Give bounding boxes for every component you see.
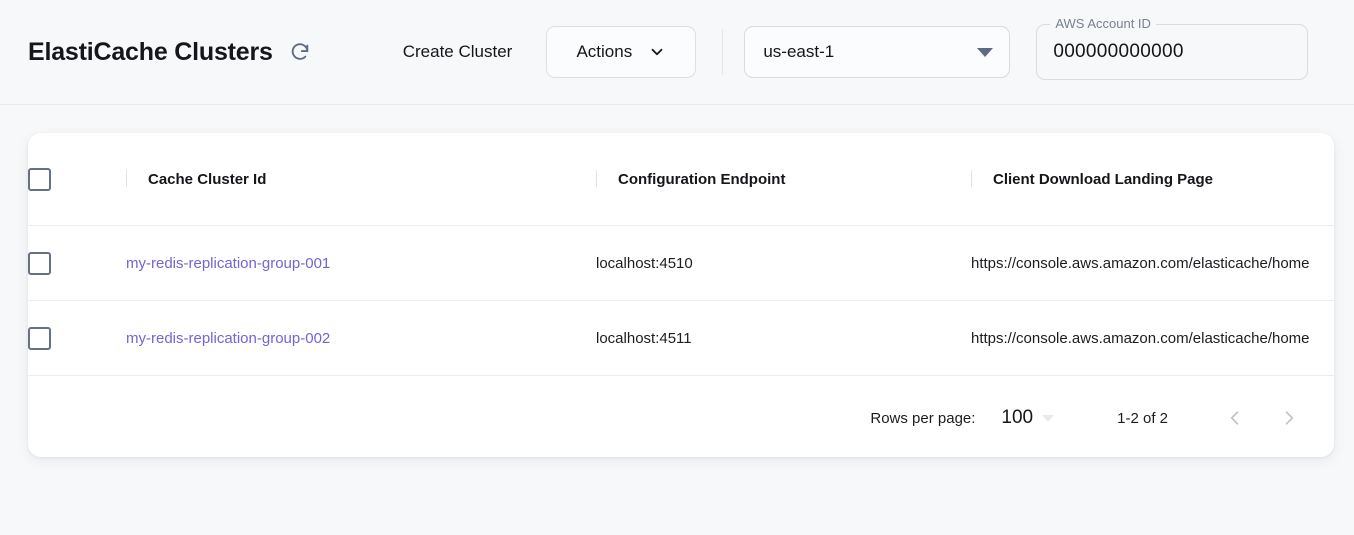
chevron-right-icon <box>1285 411 1294 425</box>
aws-account-id-value: 000000000000 <box>1053 41 1184 62</box>
table-pagination: Rows per page: 100 1-2 of 2 <box>28 376 1334 457</box>
column-header-configuration-endpoint[interactable]: Configuration Endpoint <box>596 133 971 226</box>
chevron-down-icon <box>651 48 663 56</box>
table-row: my-redis-replication-group-001 localhost… <box>28 225 1334 301</box>
table-header-row: Cache Cluster Id Configuration Endpoint … <box>28 133 1334 226</box>
cell-configuration-endpoint: localhost:4511 <box>596 300 971 376</box>
aws-account-id-field[interactable]: AWS Account ID 000000000000 <box>1036 16 1309 80</box>
rows-per-page-select[interactable]: 100 <box>1001 407 1034 428</box>
column-divider <box>126 170 127 187</box>
column-header-label: Client Download Landing Page <box>993 171 1214 188</box>
column-header-cache-cluster-id[interactable]: Cache Cluster Id <box>126 133 596 226</box>
cell-cache-cluster-id: my-redis-replication-group-001 <box>126 225 596 301</box>
page-title: ElastiCache Clusters <box>28 37 273 66</box>
cell-client-download-landing-page: https://console.aws.amazon.com/elasticac… <box>971 225 1334 301</box>
region-select-value: us-east-1 <box>763 42 835 61</box>
column-header-label: Cache Cluster Id <box>148 171 267 188</box>
rows-per-page-caret-icon[interactable] <box>1042 414 1055 422</box>
refresh-icon[interactable] <box>287 39 313 65</box>
column-header-client-download-landing-page[interactable]: Client Download Landing Page <box>971 133 1334 226</box>
cell-client-download-landing-page: https://console.aws.amazon.com/elasticac… <box>971 300 1334 376</box>
pagination-nav <box>1224 407 1300 429</box>
select-all-header <box>28 133 126 226</box>
cell-configuration-endpoint: localhost:4510 <box>596 225 971 301</box>
previous-page-button[interactable] <box>1224 407 1246 429</box>
create-cluster-button[interactable]: Create Cluster <box>402 42 513 61</box>
table-row: my-redis-replication-group-002 localhost… <box>28 300 1334 376</box>
configuration-endpoint-value: localhost:4510 <box>596 254 693 272</box>
pagination-range-label: 1-2 of 2 <box>1117 409 1168 427</box>
actions-button-label: Actions <box>576 42 633 61</box>
clusters-table: Cache Cluster Id Configuration Endpoint … <box>28 133 1334 376</box>
rows-per-page-label: Rows per page: <box>870 409 976 427</box>
cell-cache-cluster-id: my-redis-replication-group-002 <box>126 300 596 376</box>
toolbar-divider <box>722 29 724 75</box>
region-select[interactable]: us-east-1 <box>744 26 1011 78</box>
landing-page-value: https://console.aws.amazon.com/elasticac… <box>971 329 1310 347</box>
refresh-icon-glyph <box>291 43 308 60</box>
app-header: ElastiCache Clusters Create Cluster Acti… <box>0 0 1354 105</box>
column-header-label: Configuration Endpoint <box>618 171 786 188</box>
cluster-id-link[interactable]: my-redis-replication-group-002 <box>126 329 331 347</box>
column-divider <box>971 170 972 187</box>
configuration-endpoint-value: localhost:4511 <box>596 329 692 347</box>
actions-button[interactable]: Actions <box>546 26 697 78</box>
landing-page-value: https://console.aws.amazon.com/elasticac… <box>971 254 1310 272</box>
chevron-left-icon <box>1230 411 1239 425</box>
select-all-checkbox[interactable] <box>28 167 51 191</box>
row-checkbox[interactable] <box>28 251 51 275</box>
column-divider <box>596 170 597 187</box>
aws-account-id-label: AWS Account ID <box>1050 16 1156 31</box>
row-select-cell <box>28 225 126 301</box>
next-page-button[interactable] <box>1278 407 1300 429</box>
row-select-cell <box>28 300 126 376</box>
clusters-table-card: Cache Cluster Id Configuration Endpoint … <box>28 133 1334 457</box>
cluster-id-link[interactable]: my-redis-replication-group-001 <box>126 254 331 272</box>
row-checkbox[interactable] <box>28 326 51 350</box>
caret-down-icon <box>977 47 994 57</box>
